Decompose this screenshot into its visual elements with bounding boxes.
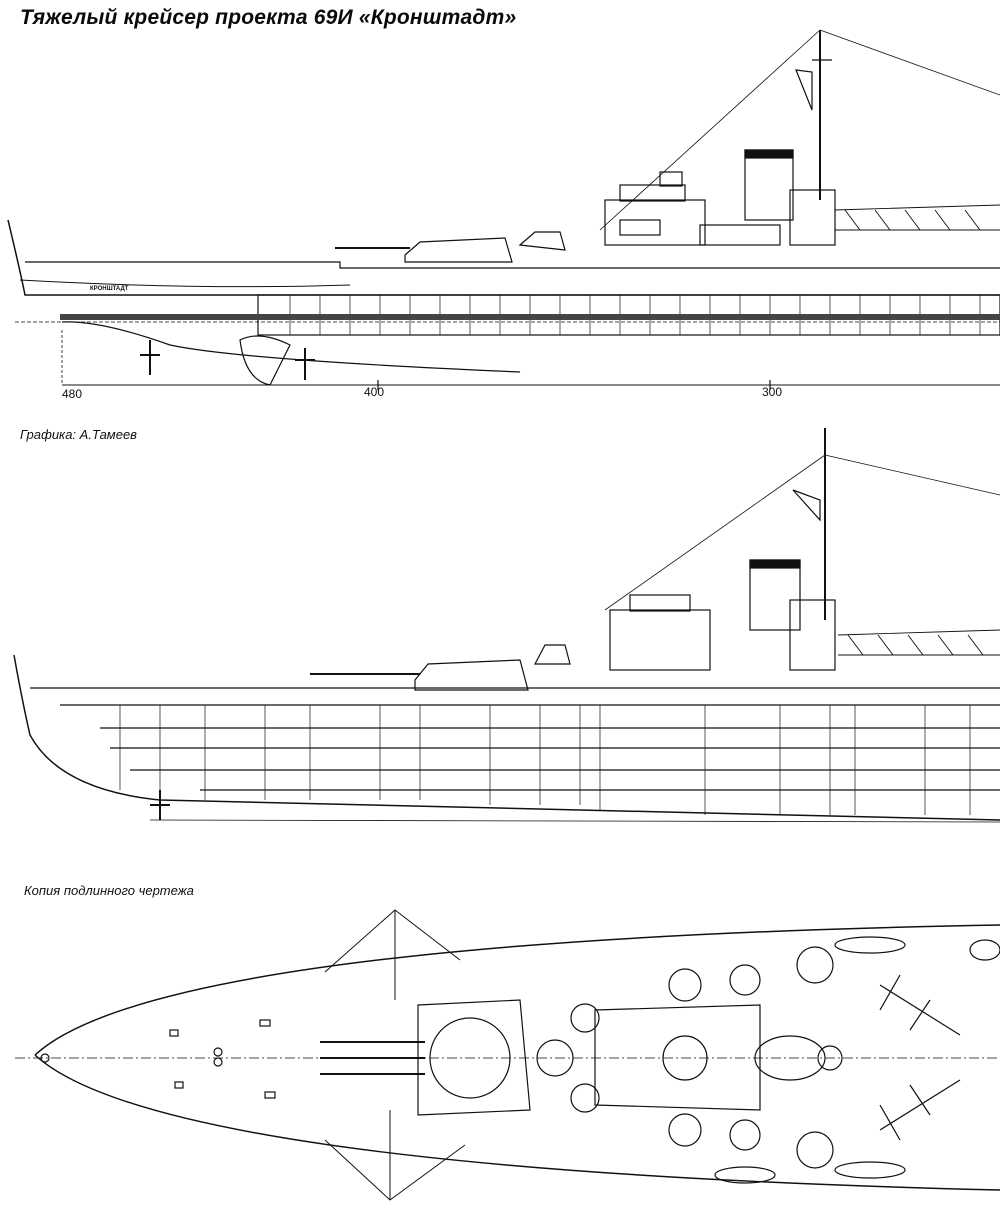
inboard-profile-view	[13, 428, 1000, 823]
deck-house	[619, 219, 661, 236]
ships-boat	[834, 1161, 906, 1179]
bow-waterline	[19, 279, 351, 288]
boom-rigging	[324, 1110, 466, 1201]
hull-outline	[13, 654, 1000, 821]
deck-plan-view	[15, 909, 1000, 1201]
funnel-cap	[749, 559, 801, 569]
side-profile-view: КРОНШТАДТ	[7, 29, 1000, 390]
secondary-turret-plan	[536, 1039, 574, 1077]
secondary-turret-plan	[570, 1083, 600, 1113]
scale-label-300: 300	[762, 385, 782, 399]
rigging-line	[604, 454, 826, 611]
upper-deck-line	[25, 261, 1000, 269]
original-drawing-caption: Копия подлинного чертежа	[24, 883, 194, 898]
aft-superstructure	[789, 599, 836, 671]
aa-mount	[729, 1119, 761, 1151]
rangefinder	[659, 171, 683, 187]
deck-fitting	[264, 1091, 276, 1099]
aft-superstructure	[789, 189, 836, 246]
propeller	[295, 348, 315, 380]
rigging-line	[599, 29, 821, 231]
crane-framework	[834, 204, 1000, 231]
deck-fitting	[169, 1029, 179, 1037]
main-turret-a	[404, 237, 513, 263]
rudder	[239, 335, 291, 386]
scale-label-480: 480	[62, 387, 82, 401]
bridge-superstructure	[604, 199, 706, 246]
main-turret-a	[414, 659, 529, 691]
hull-outline-upper	[34, 924, 1000, 1056]
deck-house	[699, 224, 781, 246]
secondary-turret-plan	[570, 1003, 600, 1033]
capstan	[213, 1057, 223, 1067]
hull-name-label: КРОНШТАДТ	[90, 286, 129, 292]
ships-boat	[714, 1166, 776, 1184]
deck-fitting	[174, 1081, 184, 1089]
rigging-line	[824, 454, 1000, 496]
mast-base	[817, 1045, 843, 1071]
main-turret-plan	[417, 999, 531, 1116]
conning-tower	[662, 1035, 708, 1081]
funnel-plan	[754, 1035, 826, 1081]
propeller	[140, 340, 160, 375]
bridge-plan	[594, 1004, 761, 1111]
boom-rigging	[324, 909, 461, 1000]
compartment-bulkheads	[119, 705, 971, 815]
funnel	[749, 559, 801, 631]
rigging-line	[819, 29, 1000, 96]
hull-sheer-line	[7, 219, 1000, 296]
bridge-upper	[629, 594, 691, 612]
mast-flag	[795, 69, 813, 111]
aa-mount	[796, 1131, 834, 1169]
mast-flag	[792, 489, 821, 522]
hull-outline-lower	[34, 1054, 1000, 1191]
page-title: Тяжелый крейсер проекта 69И «Кронштадт»	[20, 6, 517, 29]
funnel	[744, 149, 794, 221]
ships-boat	[834, 936, 906, 954]
aa-mount	[796, 946, 834, 984]
propeller	[150, 790, 170, 820]
aa-director	[668, 968, 702, 1002]
secondary-turret	[518, 231, 566, 251]
ships-boat	[969, 939, 1000, 961]
anchor-hawse	[40, 1053, 50, 1063]
deck-fitting	[259, 1019, 271, 1027]
graphics-credit-caption: Графика: А.Тамеев	[20, 427, 137, 442]
aa-mount	[729, 964, 761, 996]
seaplane	[879, 1079, 961, 1141]
aa-director	[668, 1113, 702, 1147]
barbette	[429, 1017, 511, 1099]
keel-line	[61, 321, 521, 373]
keel-line	[149, 819, 1000, 823]
capstan	[213, 1047, 223, 1057]
bridge-superstructure	[609, 609, 711, 671]
seaplane	[879, 974, 961, 1036]
scale-label-400: 400	[364, 385, 384, 399]
bridge-upper	[619, 184, 686, 202]
boot-topping	[60, 314, 1000, 320]
funnel-cap	[744, 149, 794, 159]
crane-framework	[837, 629, 1000, 656]
secondary-turret	[534, 644, 571, 665]
